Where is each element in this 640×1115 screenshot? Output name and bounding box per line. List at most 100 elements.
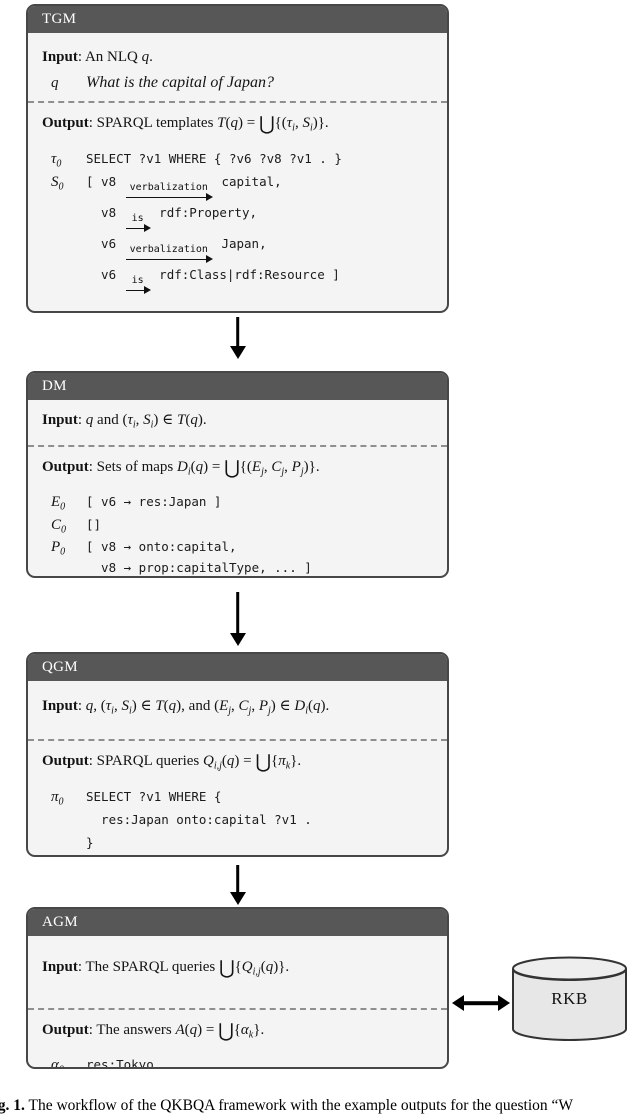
- row-code: [ v6 → res:Japan ]: [86, 491, 433, 512]
- arrow-shaft: [235, 592, 240, 634]
- example-row: C0 []: [51, 514, 433, 536]
- module-header: AGM: [28, 909, 447, 936]
- input-section: Input: q and (τi, Si) ∈ T(q).: [28, 400, 447, 445]
- row-label: C0: [51, 516, 67, 536]
- prose-line: Input: q and (τi, Si) ∈ T(q).: [42, 412, 207, 431]
- arrow-shaft: [235, 865, 240, 893]
- arrow-shaft: [235, 317, 240, 347]
- row-label: τ0: [51, 150, 62, 170]
- row-code: [ v8 → onto:capital, v8 → prop:capitalTy…: [86, 536, 433, 576]
- arrow-label: is: [131, 274, 144, 286]
- dashed-divider: [28, 444, 447, 447]
- caption-number: Fig. 1.: [0, 1097, 25, 1114]
- module-body: Input: The SPARQL queries ⋃{Qi,j(q)}. Ou…: [28, 936, 447, 1069]
- rkb-label: RKB: [551, 989, 588, 1008]
- code-line: [ v8 verbalization capital,: [86, 171, 433, 202]
- example-row: π0 SELECT ?v1 WHERE { res:Japan onto:capi…: [51, 785, 433, 854]
- cylinder-shape: [512, 956, 627, 1041]
- code-line: res:Tokyo: [86, 1057, 154, 1069]
- module-box-dm: DM Input: q and (τi, Si) ∈ T(q). Output:…: [26, 371, 449, 578]
- arrow-shaft: [125, 224, 151, 233]
- module-body: Input: q and (τi, Si) ∈ T(q). Output: Se…: [28, 400, 447, 577]
- figure-caption: Fig. 1. The workflow of the QKBQA framew…: [0, 1097, 573, 1115]
- row-code: []: [86, 514, 433, 535]
- down-arrow-icon: [229, 592, 246, 646]
- arrow-label: verbalization: [129, 243, 208, 255]
- code-line: [ v8 → onto:capital,: [86, 539, 237, 554]
- code-line: []: [86, 516, 102, 532]
- prose-line: Input: An NLQ q.: [42, 49, 153, 65]
- module-box-agm: AGM Input: The SPARQL queries ⋃{Qi,j(q)}…: [26, 907, 449, 1069]
- output-section: Output: SPARQL templates T(q) = ⋃{(τi, S…: [28, 103, 447, 302]
- module-body: Input: An NLQ q. q What is the capital of …: [28, 33, 447, 302]
- arrow-shaft: [125, 286, 151, 295]
- labeled-arrow-icon: is: [125, 213, 151, 233]
- example-row: τ0 SELECT ?v1 WHERE { ?v6 ?v8 ?v1 . }: [51, 148, 433, 170]
- row-label: π0: [51, 789, 64, 808]
- prose-line: Output: SPARQL templates T(q) = ⋃{(τi, S…: [42, 113, 329, 135]
- arrow-shaft: [460, 1001, 502, 1005]
- example-row: α0 res:Tokyo: [51, 1054, 433, 1069]
- double-arrow-icon: [452, 995, 510, 1011]
- code-line: v8 is rdf:Property,: [86, 202, 433, 233]
- example-row: S0 [ v8 verbalization capital, v8 is rdf:…: [51, 171, 433, 295]
- prose-line: Output: The answers A(q) = ⋃{αk}.: [42, 1019, 265, 1042]
- output-section: Output: SPARQL queries Qi,j(q) = ⋃{πk}. π…: [28, 741, 447, 856]
- row-label: E0: [51, 494, 66, 513]
- code-line: v6 is rdf:Class|rdf:Resource ]: [86, 264, 433, 295]
- code-line: v8 → prop:capitalType, ... ]: [86, 560, 312, 575]
- module-box-qgm: QGM Input: q, (τi, Si) ∈ T(q), and (Ej, …: [26, 652, 449, 857]
- labeled-arrow-icon: is: [125, 275, 151, 295]
- arrow-label: is: [131, 212, 144, 224]
- output-section: Output: Sets of maps Di(q) = ⋃{(Ej, Cj, …: [28, 447, 447, 577]
- prose-line: Input: q, (τi, Si) ∈ T(q), and (Ej, Cj, …: [42, 698, 330, 717]
- example-row: E0 [ v6 → res:Japan ]: [51, 491, 433, 513]
- row-label: α0: [51, 1057, 64, 1069]
- module-box-tgm: TGM Input: An NLQ q. q What is the capital…: [26, 4, 449, 313]
- output-section: Output: The answers A(q) = ⋃{αk}. α0 res:T…: [28, 1010, 447, 1069]
- row-label: q: [51, 75, 59, 91]
- caption-text: The workflow of the QKBQA framework with…: [24, 1097, 574, 1114]
- code-line: SELECT ?v1 WHERE { ?v6 ?v8 ?v1 . }: [86, 150, 342, 166]
- input-section: Input: q, (τi, Si) ∈ T(q), and (Ej, Cj, …: [28, 681, 447, 739]
- down-arrow-icon: [229, 317, 246, 359]
- row-label: P0: [51, 539, 66, 558]
- arrow-head-right: [498, 995, 510, 1011]
- example-row: P0 [ v8 → onto:capital, v8 → prop:capital…: [51, 536, 433, 576]
- module-header: TGM: [28, 6, 447, 33]
- input-section: Input: The SPARQL queries ⋃{Qi,j(q)}.: [28, 936, 447, 1008]
- input-section: Input: An NLQ q. q What is the capital of …: [28, 33, 447, 101]
- code-line: }: [86, 835, 94, 850]
- code-line: SELECT ?v1 WHERE {: [86, 789, 222, 804]
- prose-line: Input: The SPARQL queries ⋃{Qi,j(q)}.: [42, 957, 290, 979]
- labeled-arrow-icon: verbalization: [125, 243, 214, 264]
- arrow-shaft: [125, 255, 214, 264]
- row-code: [ v8 verbalization capital, v8 is rdf:Pr…: [86, 171, 433, 295]
- prose-line: Output: SPARQL queries Qi,j(q) = ⋃{πk}.: [42, 750, 302, 773]
- module-title: TGM: [42, 11, 77, 27]
- down-arrow-icon: [229, 865, 246, 905]
- module-header: QGM: [28, 654, 447, 681]
- code-line: v6 verbalization Japan,: [86, 233, 433, 264]
- example-row: q What is the capital of Japan?: [51, 72, 433, 94]
- row-code: SELECT ?v1 WHERE { ?v6 ?v8 ?v1 . }: [86, 148, 433, 170]
- arrow-label: verbalization: [129, 181, 208, 193]
- code-line: [ v6 → res:Japan ]: [86, 494, 222, 509]
- labeled-arrow-icon: verbalization: [125, 181, 214, 202]
- arrow-shaft: [125, 193, 214, 202]
- module-title: QGM: [42, 659, 78, 675]
- row-code: res:Tokyo: [86, 1054, 433, 1069]
- dashed-divider: [28, 101, 447, 103]
- prose-line: Output: Sets of maps Di(q) = ⋃{(Ej, Cj, …: [42, 456, 320, 479]
- module-title: AGM: [42, 914, 78, 930]
- arrow-head: [229, 892, 246, 905]
- row-label: S0: [51, 173, 64, 193]
- code-line: What is the capital of Japan?: [86, 74, 274, 91]
- rkb-database-icon: RKB: [511, 955, 628, 1043]
- arrow-head-left: [452, 995, 464, 1011]
- code-line: res:Japan onto:capital ?v1 .: [86, 812, 312, 827]
- arrow-head: [229, 346, 246, 359]
- row-code: SELECT ?v1 WHERE { res:Japan onto:capita…: [86, 785, 433, 854]
- row-code: What is the capital of Japan?: [86, 72, 433, 94]
- module-body: Input: q, (τi, Si) ∈ T(q), and (Ej, Cj, …: [28, 681, 447, 856]
